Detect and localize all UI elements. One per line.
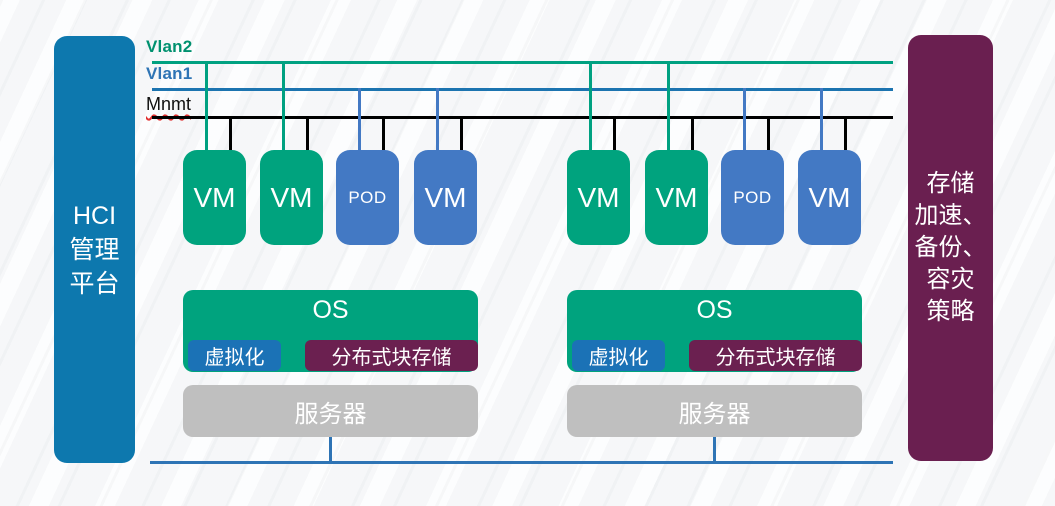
mnmt-connector: [460, 116, 463, 150]
storage-panel-line: 容灾: [926, 266, 975, 293]
vm-node: VM: [260, 150, 323, 245]
vlan1-connector: [436, 88, 439, 150]
os-label: OS: [696, 296, 733, 324]
mnmt-connector: [229, 116, 232, 150]
vm-node: VM: [567, 150, 630, 245]
virtualization-chip: 虚拟化: [188, 340, 281, 371]
hci-panel-line: HCI: [72, 201, 117, 230]
vm-node: VM: [414, 150, 477, 245]
vlan2-connector: [205, 61, 208, 150]
vlan1-connector: [358, 88, 361, 150]
distributed-storage-chip: 分布式块存储: [305, 340, 478, 371]
vlan2-connector: [667, 61, 670, 150]
storage-panel-line: 加速、: [914, 202, 987, 229]
vm-node-label: VM: [808, 181, 851, 213]
server-box: 服务器: [183, 385, 478, 437]
mnmt-connector: [844, 116, 847, 150]
os-label: OS: [312, 296, 349, 324]
server-bus-connector: [329, 437, 332, 463]
storage-panel-line: 策略: [926, 298, 975, 325]
mnmt-connector: [306, 116, 309, 150]
pod-node-label: POD: [348, 187, 387, 207]
mnmt-label: Mnmt: [146, 94, 191, 114]
hci-panel-line: 管理: [69, 235, 120, 264]
storage-policy-panel: 存储 加速、 备份、 容灾 策略: [908, 35, 993, 461]
server-bus-connector: [713, 437, 716, 463]
vlan2-label: Vlan2: [146, 37, 193, 56]
mnmt-connector: [691, 116, 694, 150]
mnmt-connector: [767, 116, 770, 150]
vm-node-label: VM: [193, 181, 236, 213]
vm-node: VM: [798, 150, 861, 245]
hci-platform-panel: HCI 管理 平台: [54, 36, 135, 463]
vlan1-line: [152, 88, 893, 91]
storage-panel-line: 存储: [926, 170, 975, 197]
vlan1-label: Vlan1: [146, 64, 193, 83]
virtualization-chip: 虚拟化: [572, 340, 665, 371]
bottom-bus-line: [150, 461, 893, 464]
vm-node-label: VM: [655, 181, 698, 213]
mnmt-connector: [613, 116, 616, 150]
vlan2-connector: [589, 61, 592, 150]
vm-node: VM: [183, 150, 246, 245]
vm-node: VM: [645, 150, 708, 245]
vlan1-connector: [743, 88, 746, 150]
vlan1-connector: [820, 88, 823, 150]
server-box: 服务器: [567, 385, 862, 437]
pod-node: POD: [336, 150, 399, 245]
storage-panel-line: 备份、: [914, 234, 987, 261]
vm-node-label: VM: [577, 181, 620, 213]
vm-node-label: VM: [270, 181, 313, 213]
mnmt-connector: [382, 116, 385, 150]
pod-node-label: POD: [733, 187, 772, 207]
vm-node-label: VM: [424, 181, 467, 213]
hci-panel-line: 平台: [69, 269, 120, 298]
vlan2-connector: [282, 61, 285, 150]
pod-node: POD: [721, 150, 784, 245]
vlan2-line: [152, 61, 893, 64]
distributed-storage-chip: 分布式块存储: [689, 340, 862, 371]
mnmt-line: [152, 116, 893, 119]
